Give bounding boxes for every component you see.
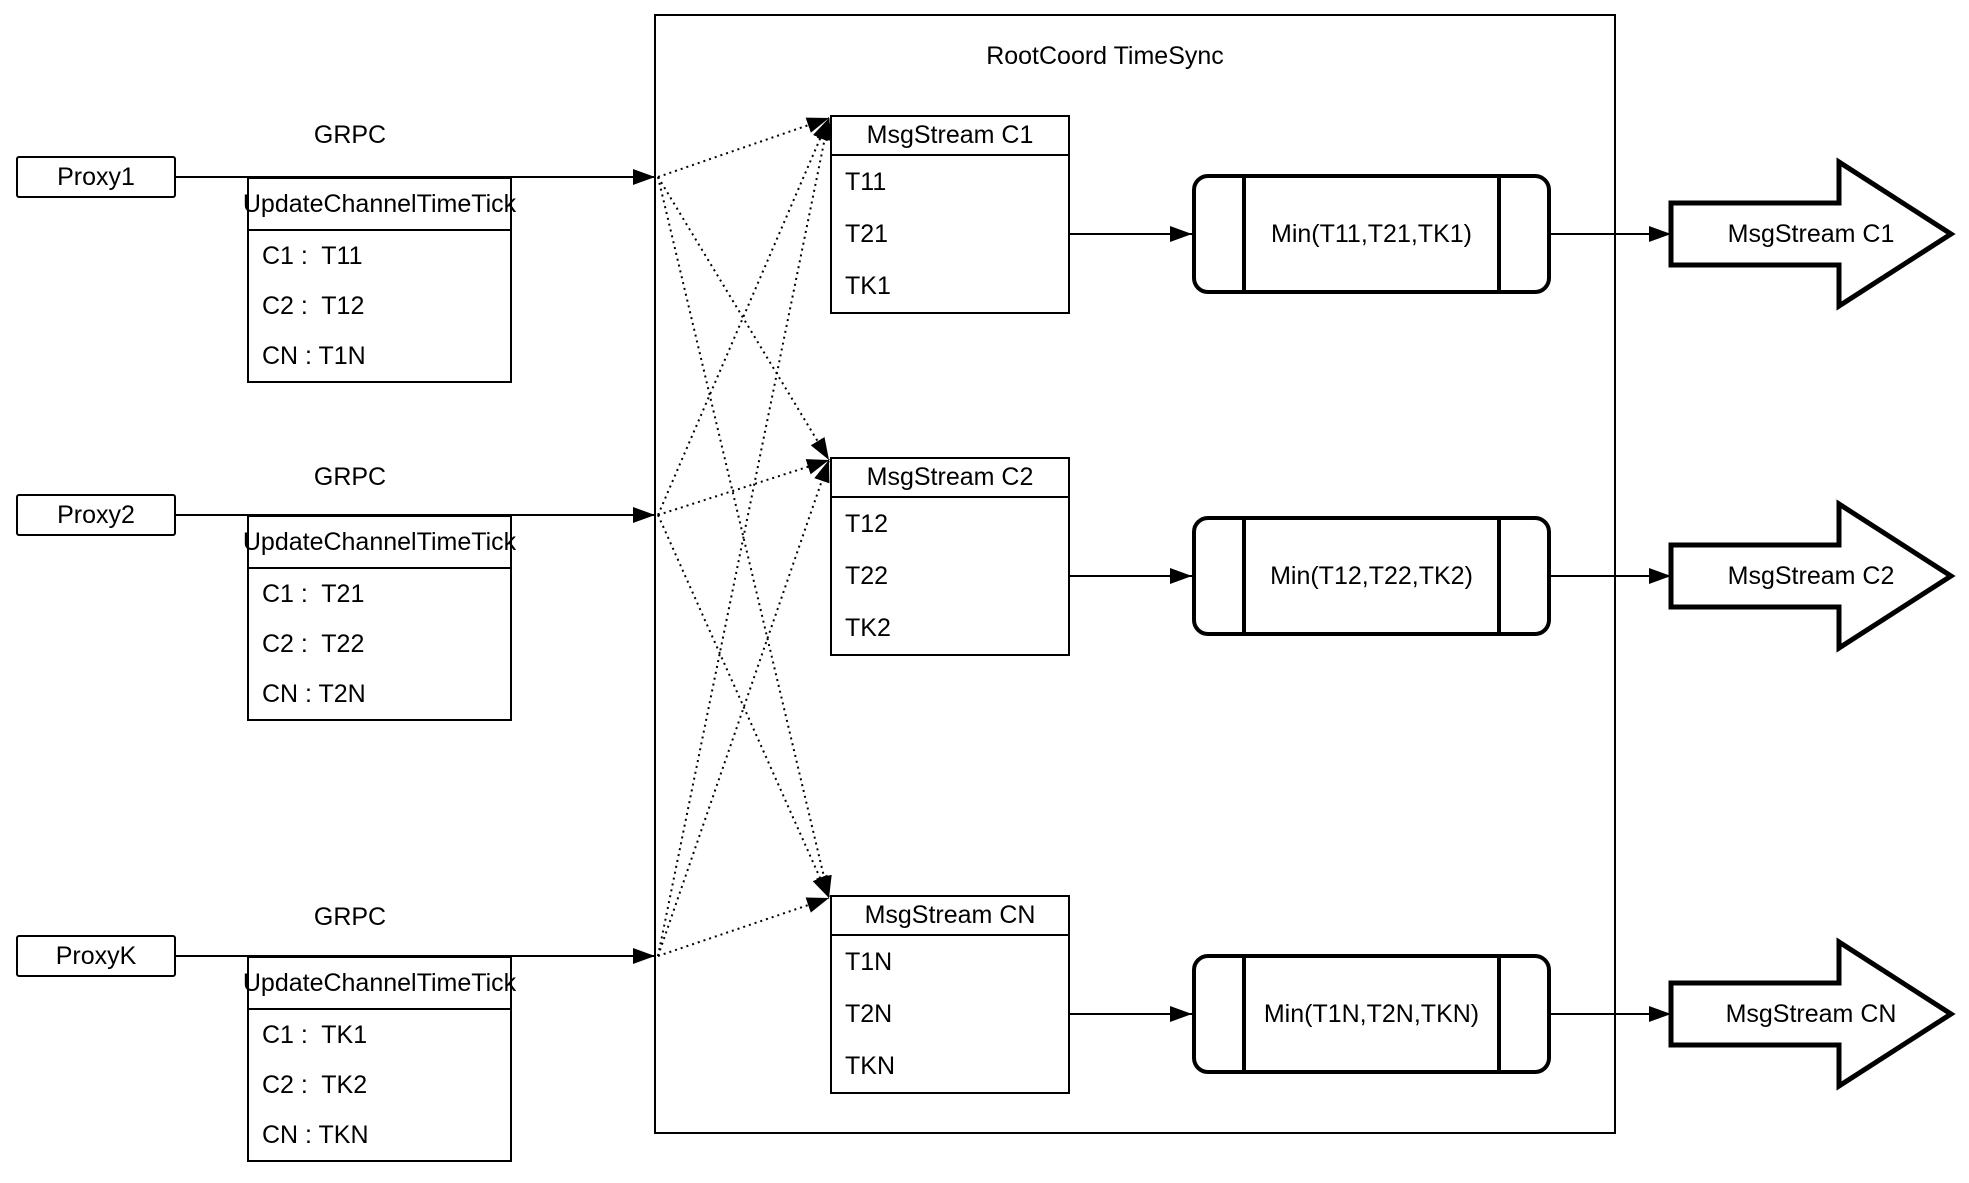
timetick-row: C2 : T12 <box>262 291 365 320</box>
grpc-label-2: GRPC <box>313 462 387 491</box>
min-label-3: Min(T1N,T2N,TKN) <box>1263 999 1480 1028</box>
msgstream-table-header-1: MsgStream C1 <box>832 117 1068 156</box>
timetick-table-header-1: UpdateChannelTimeTick <box>243 179 516 231</box>
msgstream-table-2: MsgStream C2 T12 T22 TK2 <box>830 457 1070 656</box>
timetick-row: C1 : TK1 <box>262 1020 368 1049</box>
msgstream-value-row: T2N <box>845 999 893 1028</box>
timetick-row: C2 : TK2 <box>262 1070 368 1099</box>
proxy-box-3: ProxyK <box>16 935 176 977</box>
min-label-2: Min(T12,T22,TK2) <box>1270 561 1473 590</box>
output-arrow-label-1: MsgStream C1 <box>1727 219 1895 248</box>
timetick-table-1: UpdateChannelTimeTick C1 : T11 C2 : T12 … <box>243 177 516 383</box>
grpc-label-3: GRPC <box>313 902 387 931</box>
min-box-divider-left <box>1242 958 1246 1070</box>
min-box-divider-right <box>1497 958 1501 1070</box>
timetick-row: C1 : T21 <box>262 579 365 608</box>
timetick-table-header-2: UpdateChannelTimeTick <box>243 517 516 569</box>
msgstream-value-row: T1N <box>845 947 893 976</box>
msgstream-value-row: TK1 <box>845 271 891 300</box>
min-label-1: Min(T11,T21,TK1) <box>1271 219 1472 248</box>
timetick-table-2: UpdateChannelTimeTick C1 : T21 C2 : T22 … <box>243 515 516 721</box>
timetick-row: CN : T2N <box>262 679 366 708</box>
min-box-divider-left <box>1242 178 1246 290</box>
msgstream-table-1: MsgStream C1 T11 T21 TK1 <box>830 115 1070 314</box>
output-arrow-label-2: MsgStream C2 <box>1727 561 1895 590</box>
grpc-label-1: GRPC <box>313 120 387 149</box>
rootcoord-title: RootCoord TimeSync <box>986 41 1224 70</box>
min-box-divider-right <box>1497 178 1501 290</box>
msgstream-value-row: TK2 <box>845 613 891 642</box>
timetick-row: C2 : T22 <box>262 629 365 658</box>
msgstream-value-row: T22 <box>845 561 889 590</box>
msgstream-value-row: T11 <box>845 167 887 196</box>
msgstream-value-row: TKN <box>845 1051 895 1080</box>
msgstream-value-row: T21 <box>845 219 889 248</box>
proxy-label-1: Proxy1 <box>57 162 135 191</box>
proxy-label-3: ProxyK <box>55 941 137 970</box>
timetick-table-3: UpdateChannelTimeTick C1 : TK1 C2 : TK2 … <box>243 956 516 1162</box>
min-box-divider-left <box>1242 520 1246 632</box>
timetick-row: CN : T1N <box>262 341 366 370</box>
msgstream-value-row: T12 <box>845 509 889 538</box>
timetick-row: C1 : T11 <box>262 241 363 270</box>
proxy-box-1: Proxy1 <box>16 156 176 198</box>
proxy-box-2: Proxy2 <box>16 494 176 536</box>
min-box-divider-right <box>1497 520 1501 632</box>
proxy-label-2: Proxy2 <box>57 500 135 529</box>
min-process-box-2: Min(T12,T22,TK2) <box>1192 516 1551 636</box>
min-process-box-1: Min(T11,T21,TK1) <box>1192 174 1551 294</box>
timetick-row: CN : TKN <box>262 1120 369 1149</box>
msgstream-table-3: MsgStream CN T1N T2N TKN <box>830 895 1070 1094</box>
output-arrow-label-3: MsgStream CN <box>1725 999 1897 1028</box>
msgstream-table-header-3: MsgStream CN <box>832 897 1068 936</box>
min-process-box-3: Min(T1N,T2N,TKN) <box>1192 954 1551 1074</box>
timetick-table-header-3: UpdateChannelTimeTick <box>243 958 516 1010</box>
msgstream-table-header-2: MsgStream C2 <box>832 459 1068 498</box>
rootcoord-container-box <box>654 14 1616 1134</box>
